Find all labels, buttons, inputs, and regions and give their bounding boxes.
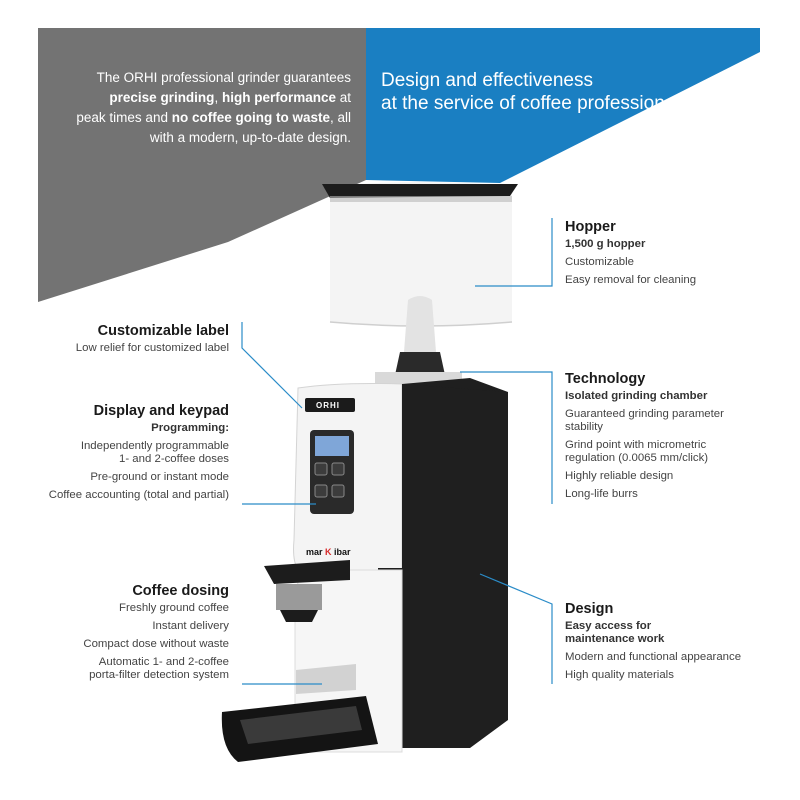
design-title: Design [565,601,614,617]
grey-panel [38,28,370,302]
brand-text-start: mar [306,547,323,557]
intro-line-2: precise grinding, high performance at [45,88,351,108]
intro-line-3a: peak times and [76,110,172,125]
display-sub: Programming: [151,422,229,434]
display-item: Independently programmable 1- and 2-coff… [80,440,229,465]
grinder-illustration [221,372,508,762]
hopper-sub: 1,500 g hopper [565,238,646,250]
technology-leader [460,371,553,504]
display-block: Display and keypad Programming: Independ… [29,402,229,502]
hopper-leader [475,218,553,287]
dosing-item: Compact dose without waste [83,638,229,650]
headline-line-1: Design and effectiveness [381,70,593,91]
device-brand: mar K ibar [306,547,351,557]
label-item: Low relief for customized label [75,342,229,354]
intro-rest-3: , all [329,110,351,125]
device-label: ORHI [316,401,340,410]
intro-line-1: The ORHI professional grinder guarantees [96,70,351,85]
hopper-block: Hopper 1,500 g hopper Customizable Easy … [565,218,775,287]
headline-line-2: at the service of coffee professionals [381,93,690,114]
intro-bold-2: high performance [221,90,336,105]
intro-bold-1: precise grinding [109,90,215,105]
display-item: Coffee accounting (total and partial) [48,489,229,501]
technology-item: Guaranteed grinding parameter stability [565,408,724,433]
intro-text: The ORHI professional grinder guarantees… [45,68,351,148]
technology-item: Grind point with micrometric regulation … [565,439,709,464]
design-block: Design Easy access for maintenance work … [565,600,755,682]
display-title: Display and keypad [93,403,229,419]
technology-sub: Isolated grinding chamber [565,390,708,402]
display-item: Pre-ground or instant mode [90,471,229,483]
dosing-item: Freshly ground coffee [119,602,229,614]
intro-line-3: peak times and no coffee going to waste,… [45,108,351,128]
label-title: Customizable label [97,323,229,339]
label-leader [241,322,303,409]
design-item: High quality materials [565,669,674,681]
dosing-block: Coffee dosing Freshly ground coffee Inst… [29,582,229,682]
hopper-item: Customizable [565,256,635,268]
intro-line-4: with a modern, up-to-date design. [149,130,351,145]
dosing-title: Coffee dosing [132,583,229,599]
dosing-item: Automatic 1- and 2-coffee porta-filter d… [89,656,229,681]
technology-item: Long-life burrs [565,488,638,500]
page-headline: Design and effectiveness at the service … [381,69,761,115]
hopper-item: Easy removal for cleaning [565,274,697,286]
brand-text-end: ibar [334,547,351,557]
hopper-title: Hopper [565,219,616,235]
design-leader [479,573,553,684]
label-block: Customizable label Low relief for custom… [29,322,229,355]
design-item: Modern and functional appearance [565,651,742,663]
technology-title: Technology [565,371,646,387]
design-sub: Easy access for maintenance work [565,620,665,645]
technology-block: Technology Isolated grinding chamber Gua… [565,370,755,501]
leader-lines [241,218,553,685]
blue-panel [366,28,760,183]
intro-rest-2: at [335,90,351,105]
technology-item: Highly reliable design [565,470,674,482]
brand-mark: K [325,547,332,557]
intro-sep-1: , [214,90,222,105]
dosing-item: Instant delivery [152,620,229,632]
intro-bold-3: no coffee going to waste [171,110,330,125]
hopper-illustration [322,182,518,375]
